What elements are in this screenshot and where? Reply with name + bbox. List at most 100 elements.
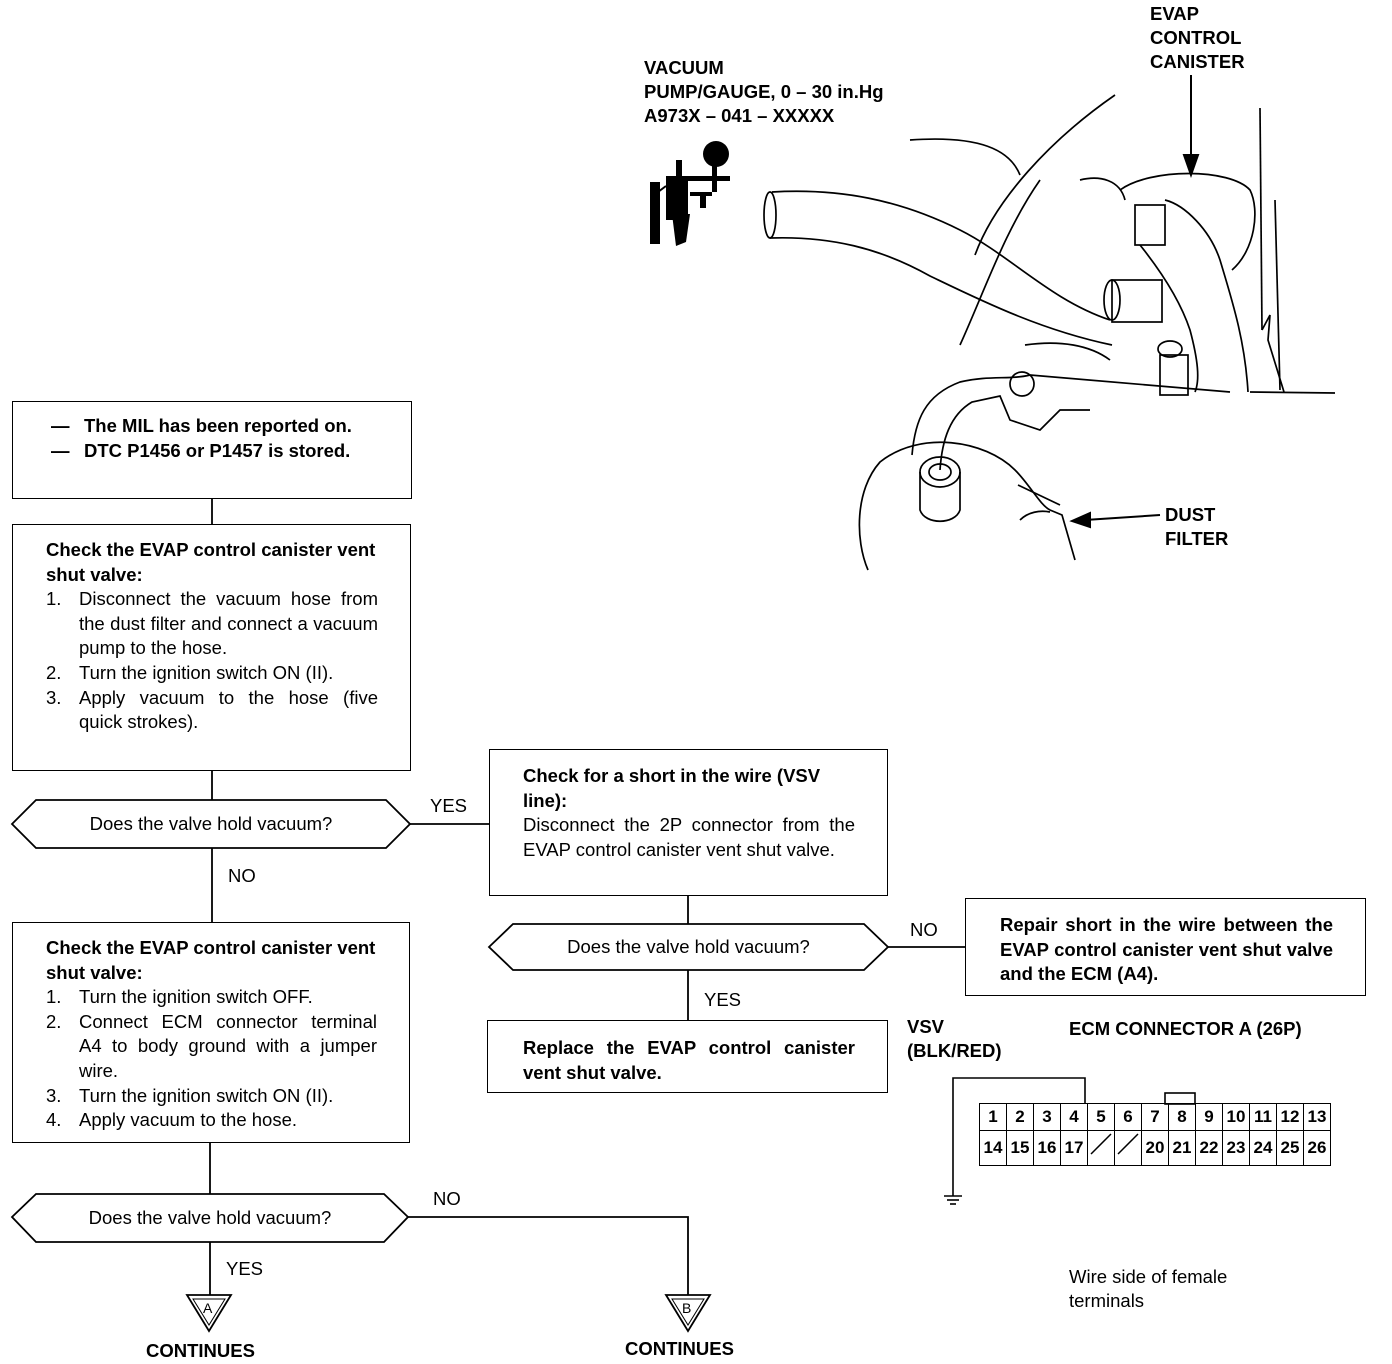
check2-step: 4. Apply vacuum to the hose. xyxy=(46,1108,377,1133)
pump-label-line: VACUUM xyxy=(644,57,724,78)
canister-label-line: CANISTER xyxy=(1150,51,1245,72)
canister-illustration xyxy=(763,94,1336,571)
decision3-yes-label: YES xyxy=(226,1258,264,1279)
step-text: Disconnect the vacuum hose from the dust… xyxy=(79,588,378,659)
step-text: Turn the ignition switch ON (II). xyxy=(79,661,334,683)
continue-b-label: CONTINUES xyxy=(625,1338,734,1359)
check1-step: 2. Turn the ignition switch ON (II). xyxy=(46,661,378,686)
connector-note: Wire side of female terminals xyxy=(1069,1265,1227,1313)
step-text: Turn the ignition switch ON (II). xyxy=(79,1084,334,1106)
continue-a-letter: A xyxy=(203,1300,213,1316)
pin: 21 xyxy=(1168,1130,1196,1166)
connector-row-1: 1 2 3 4 5 6 7 8 9 10 11 12 13 xyxy=(979,1103,1331,1131)
pin: 6 xyxy=(1114,1103,1142,1131)
step-number: 4. xyxy=(46,1109,62,1131)
decision3-no-label: NO xyxy=(433,1188,461,1209)
filter-label-line: DUST xyxy=(1165,504,1216,525)
connector-row-2: 14 15 16 17 20 21 22 23 24 25 26 xyxy=(979,1130,1331,1166)
pin: 11 xyxy=(1249,1103,1277,1131)
start-item: —DTC P1456 or P1457 is stored. xyxy=(51,439,379,464)
step-number: 2. xyxy=(46,661,62,683)
pin: 10 xyxy=(1222,1103,1250,1131)
check1-heading: Check the EVAP control canister vent shu… xyxy=(46,539,376,585)
canister-label-line: CONTROL xyxy=(1150,27,1242,48)
connector-title: ECM CONNECTOR A (26P) xyxy=(1069,1018,1302,1039)
continue-b-letter: B xyxy=(682,1300,692,1316)
decision2-shape xyxy=(487,923,890,971)
filter-label-line: FILTER xyxy=(1165,528,1229,549)
repair-text: Repair short in the wire between the EVA… xyxy=(1000,914,1333,985)
pin: 23 xyxy=(1222,1130,1250,1166)
vacuum-pump-icon xyxy=(650,141,730,246)
ecm-connector-grid: 1 2 3 4 5 6 7 8 9 10 11 12 13 14 15 16 1… xyxy=(979,1103,1331,1166)
pin: 20 xyxy=(1141,1130,1169,1166)
pin: 14 xyxy=(979,1130,1007,1166)
replace-text: Replace the EVAP control canister vent s… xyxy=(523,1037,855,1083)
decision2-question: Does the valve hold vacuum? xyxy=(567,936,810,957)
pump-label-line: A973X – 041 – XXXXX xyxy=(644,105,835,126)
step-text: Turn the ignition switch OFF. xyxy=(79,986,313,1008)
decision1-question: Does the valve hold vacuum? xyxy=(89,813,333,834)
check2-step: 2. Connect ECM connector terminal A4 to b… xyxy=(46,1010,377,1084)
unused-pin xyxy=(1087,1130,1115,1166)
check-short-heading: Check for a short in the wire (VSV line)… xyxy=(523,765,821,811)
replace-box: Replace the EVAP control canister vent s… xyxy=(487,1020,888,1093)
pin: 26 xyxy=(1303,1130,1331,1166)
continue-b-marker xyxy=(664,1294,712,1333)
pin: 8 xyxy=(1168,1103,1196,1131)
check1-box: Check the EVAP control canister vent shu… xyxy=(12,524,411,771)
pin: 9 xyxy=(1195,1103,1223,1131)
pin: 3 xyxy=(1033,1103,1061,1131)
start-item-text: The MIL has been reported on. xyxy=(84,415,352,436)
decision1-shape xyxy=(10,799,412,849)
check2-box: Check the EVAP control canister vent shu… xyxy=(12,922,410,1143)
pin: 17 xyxy=(1060,1130,1088,1166)
vsv-label-line: VSV xyxy=(907,1016,945,1037)
step-text: Apply vacuum to the hose (five quick str… xyxy=(79,686,378,733)
pin: 1 xyxy=(979,1103,1007,1131)
step-text: Apply vacuum to the hose. xyxy=(79,1109,298,1131)
continue-a-label: CONTINUES xyxy=(146,1340,255,1361)
pin: 24 xyxy=(1249,1130,1277,1166)
pin: 13 xyxy=(1303,1103,1331,1131)
check2-step: 1. Turn the ignition switch OFF. xyxy=(46,985,377,1010)
check1-step: 3.Apply vacuum to the hose (five quick s… xyxy=(46,686,378,735)
decision1-yes-label: YES xyxy=(430,795,468,816)
step-number: 1. xyxy=(46,986,62,1008)
pin: 25 xyxy=(1276,1130,1304,1166)
connector-note-line: terminals xyxy=(1069,1290,1145,1311)
ground-wire xyxy=(944,1077,1086,1205)
unused-pin xyxy=(1114,1130,1142,1166)
pin: 4 xyxy=(1060,1103,1088,1131)
decision2-yes-label: YES xyxy=(704,989,742,1010)
vsv-label-line: (BLK/RED) xyxy=(907,1040,1002,1061)
pin: 15 xyxy=(1006,1130,1034,1166)
pin: 7 xyxy=(1141,1103,1169,1131)
pin: 2 xyxy=(1006,1103,1034,1131)
step-number: 2. xyxy=(46,1010,62,1032)
canister-arrow xyxy=(1182,75,1200,179)
decision1-no-label: NO xyxy=(228,865,256,886)
pin: 16 xyxy=(1033,1130,1061,1166)
repair-box: Repair short in the wire between the EVA… xyxy=(965,898,1366,996)
connector-note-line: Wire side of female xyxy=(1069,1266,1228,1287)
decision2-no-label: NO xyxy=(910,919,938,940)
check2-step: 3. Turn the ignition switch ON (II). xyxy=(46,1084,377,1109)
pin: 22 xyxy=(1195,1130,1223,1166)
start-item: —The MIL has been reported on. xyxy=(51,414,379,439)
start-box: —The MIL has been reported on. —DTC P145… xyxy=(12,401,412,499)
vsv-wire-label: VSV (BLK/RED) xyxy=(907,1015,1002,1063)
canister-label-line: EVAP xyxy=(1150,3,1200,24)
check-short-body: Disconnect the 2P connector from the EVA… xyxy=(523,814,855,860)
step-text: Connect ECM connector terminal A4 to bod… xyxy=(79,1010,377,1081)
check2-heading: Check the EVAP control canister vent shu… xyxy=(46,937,376,983)
check-short-box: Check for a short in the wire (VSV line)… xyxy=(489,749,888,896)
start-item-text: DTC P1456 or P1457 is stored. xyxy=(84,439,351,461)
pump-label-line: PUMP/GAUGE, 0 – 30 in.Hg xyxy=(644,81,884,102)
step-number: 3. xyxy=(46,1084,62,1106)
pin: 5 xyxy=(1087,1103,1115,1131)
decision3-shape xyxy=(10,1193,410,1243)
canister-label: EVAP CONTROL CANISTER xyxy=(1150,2,1245,74)
decision3-question: Does the valve hold vacuum? xyxy=(88,1207,332,1228)
